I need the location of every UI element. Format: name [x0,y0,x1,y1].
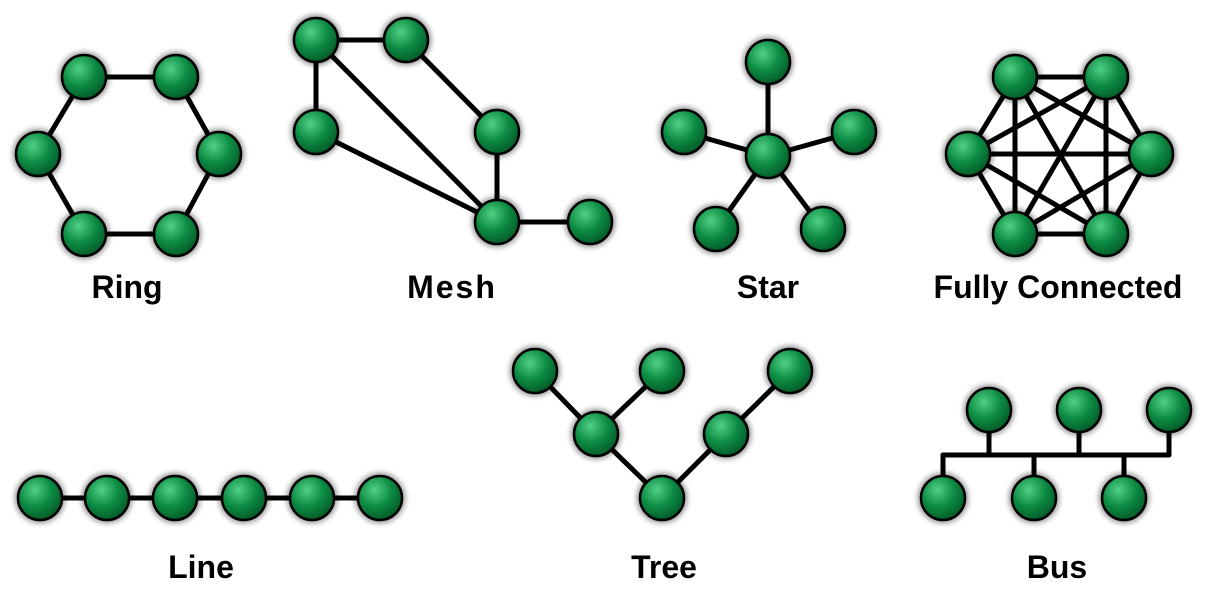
fully-connected-node [1082,210,1130,258]
tree-topology: Tree [510,346,815,585]
line-node [356,474,404,522]
fully-connected-node [944,130,992,178]
ring-topology: Ring [13,52,244,305]
mesh-node [473,198,521,246]
line-node [220,474,268,522]
ring-node [152,210,200,258]
ring-node [60,210,108,258]
mesh-node [292,108,340,156]
fully-connected-node [991,210,1039,258]
line-node [83,474,131,522]
fully-connected-node [991,53,1039,101]
mesh-link [313,129,500,225]
star-node [692,205,740,253]
bus-label: Bus [1027,549,1087,585]
star-node [799,205,847,253]
line-topology: Line [15,473,405,585]
bus-topology: Bus [918,385,1194,585]
fully-connected-link [1012,151,1154,237]
bus-node [1100,474,1148,522]
bus-node [965,386,1013,434]
star-node [744,38,792,86]
ring-node [14,130,62,178]
tree-node [572,410,620,458]
tree-node [766,347,814,395]
bus-node [1055,386,1103,434]
bus-node [1145,386,1193,434]
star-node [830,108,878,156]
bus-node [919,474,967,522]
star-node [660,108,708,156]
line-node [288,474,336,522]
bus-node [1010,474,1058,522]
fully-connected-node [1127,130,1175,178]
fully-connected-link [965,74,1109,157]
fully-connected-node [1082,53,1130,101]
mesh-link [313,37,500,225]
tree-node [511,347,559,395]
line-node [16,474,64,522]
ring-node [60,53,108,101]
fully-connected-label: Fully Connected [934,269,1183,305]
line-node [151,474,199,522]
mesh-node [566,198,614,246]
ring-label: Ring [91,269,162,305]
star-topology: Star [659,37,879,305]
tree-node [638,474,686,522]
ring-node [152,53,200,101]
tree-node [638,347,686,395]
mesh-topology: Mesh [291,15,615,305]
ring-node [195,130,243,178]
mesh-node [473,108,521,156]
line-label: Line [168,549,234,585]
tree-label: Tree [631,549,697,585]
mesh-label: Mesh [407,269,497,305]
fully-connected-topology: Fully Connected [934,52,1183,305]
mesh-node [382,16,430,64]
star-node [744,132,792,180]
tree-node [702,410,750,458]
fully-connected-link [965,151,1109,237]
mesh-node [292,16,340,64]
star-label: Star [737,269,799,305]
